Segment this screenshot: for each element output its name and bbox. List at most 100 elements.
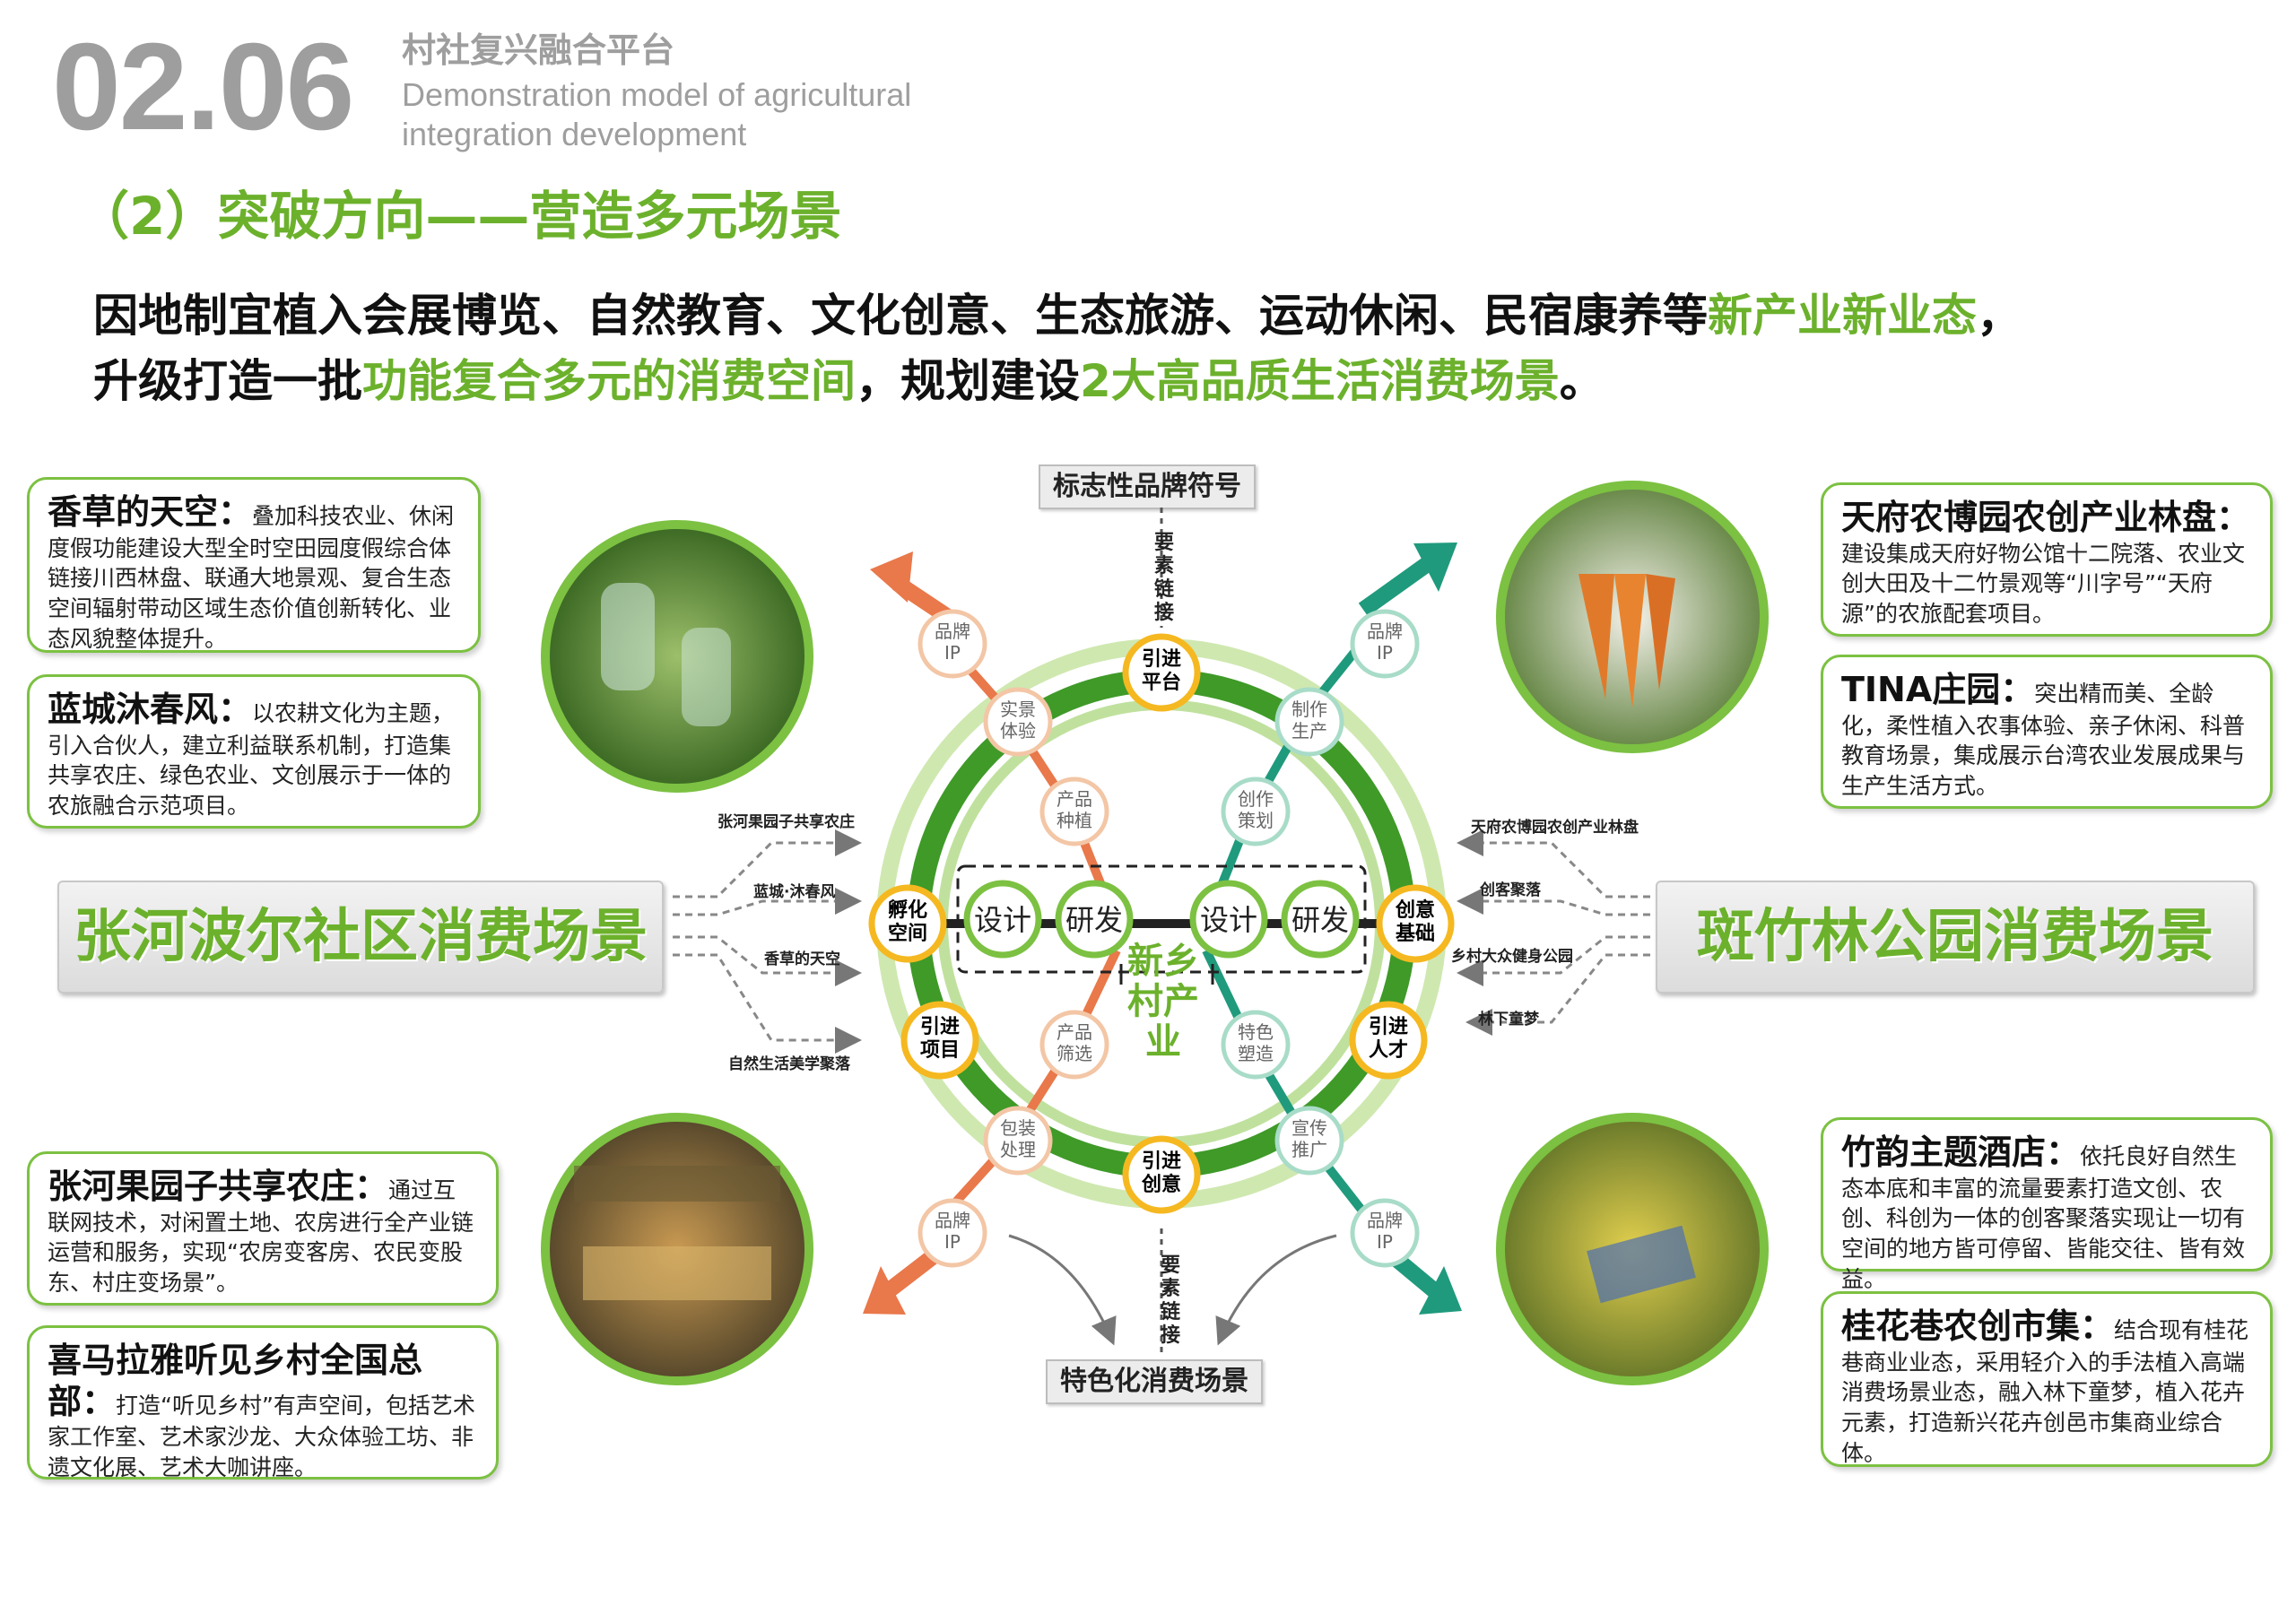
svg-text:链: 链 (1161, 1300, 1180, 1324)
process-node-2: 研发 (1055, 880, 1134, 959)
intro-text: 升级打造一批 (93, 354, 362, 407)
card-title: 蓝城沐春风： (48, 690, 253, 729)
card-zhuyun: 竹韵主题酒店：依托良好自然生态本底和丰富的流量要素打造文创、农创、科创为一体的创… (1821, 1117, 2273, 1292)
svg-text:特色: 特色 (1238, 1021, 1274, 1043)
svg-text:创作: 创作 (1238, 788, 1274, 810)
curve-arrow-left (1008, 1234, 1117, 1346)
card-ximalaya: 喜马拉雅听见乡村全国总部：打造“听见乡村”有声空间，包括艺术家工作室、艺术家沙龙… (27, 1325, 499, 1480)
arrow-upper-left (870, 551, 955, 626)
center-label-line-2: 村产 (1127, 981, 1199, 1022)
card-body: 依托良好自然生态本底和丰富的流量要素打造文创、农创、科创为一体的创客聚落实现让一… (1841, 1143, 2246, 1292)
svg-text:塑造: 塑造 (1238, 1043, 1274, 1064)
svg-text:孵化: 孵化 (888, 898, 927, 922)
intro-highlight: 新产业新业态 (1708, 290, 1977, 342)
route-lower-right (1202, 948, 1394, 1250)
process-node-1: 设计 (963, 880, 1042, 959)
tag-consumption-scene: 特色化消费场景 (1046, 1359, 1263, 1404)
card-body: 以农耕文化为主题，引入合伙人，建立利益联系机制，打造集共享农庄、绿色农业、文创展… (48, 700, 455, 820)
svg-text:筛选: 筛选 (1057, 1043, 1092, 1064)
svg-text:链: 链 (1154, 577, 1174, 601)
process-label: 研发 (1292, 903, 1349, 937)
svg-text:种植: 种植 (1057, 810, 1092, 831)
svg-text:产品: 产品 (1057, 788, 1092, 810)
curve-arrow-right (1215, 1234, 1337, 1346)
intro-text: 。 (1559, 354, 1605, 407)
center-label-line-3: 业 (1145, 1021, 1181, 1063)
process-label: 研发 (1065, 903, 1123, 937)
route-lower-left (920, 948, 1121, 1241)
card-body: 通过互联网技术，对闲置土地、农房进行全产业链运营和服务，实现“农房变客房、农民变… (48, 1177, 474, 1297)
svg-text:IP: IP (944, 1231, 961, 1253)
svg-text:引进: 引进 (920, 1016, 960, 1038)
right-flows (1457, 829, 1650, 1036)
intro-text: 因地制宜植入会展博览、自然教育、文化创意、生态旅游、运动休闲、民宿康养等 (93, 290, 1708, 342)
svg-text:要: 要 (1154, 532, 1174, 554)
svg-text:空间: 空间 (888, 922, 927, 945)
svg-text:宣传: 宣传 (1292, 1117, 1327, 1139)
svg-text:素: 素 (1161, 1277, 1180, 1300)
card-title: TINA庄园： (1841, 670, 2035, 709)
svg-text:素: 素 (1154, 554, 1174, 577)
photo-farm-market (541, 1113, 813, 1385)
svg-text:引进: 引进 (1369, 1016, 1408, 1038)
right-flow-label: 天府农博园农创产业林盘 (1471, 818, 1639, 837)
left-flow-label: 蓝城·沐春风 (753, 882, 835, 901)
section-title-cn: 村社复兴融合平台 (402, 30, 675, 70)
svg-text:项目: 项目 (920, 1039, 960, 1062)
svg-text:体验: 体验 (1000, 720, 1036, 742)
card-title: 香草的天空： (48, 492, 253, 532)
process-node-4: 研发 (1281, 880, 1360, 959)
card-body: 叠加科技农业、休闲度假功能建设大型全时空田园度假综合体链接川西林盘、联通大地景观… (48, 503, 455, 652)
svg-text:要: 要 (1161, 1254, 1180, 1277)
right-flow-label: 林下童梦 (1478, 1010, 1540, 1028)
svg-text:IP: IP (944, 642, 961, 664)
svg-text:引进: 引进 (1142, 1150, 1181, 1173)
card-body: 突出精而美、全龄化，柔性植入农事体验、亲子休闲、科普教育场景，集成展示台湾农业发… (1841, 681, 2246, 800)
intro-line-2: 升级打造一批功能复合多元的消费空间，规划建设2大高品质生活消费场景。 (93, 349, 2022, 414)
card-zhanghe: 张河果园子共享农庄：通过互联网技术，对闲置土地、农房进行全产业链运营和服务，实现… (27, 1151, 499, 1306)
card-lancheng: 蓝城沐春风：以农耕文化为主题，引入合伙人，建立利益联系机制，打造集共享农庄、绿色… (27, 674, 481, 829)
photo-flower-field (1496, 1113, 1769, 1385)
tag-brand-symbol: 标志性品牌符号 (1039, 464, 1256, 509)
svg-text:IP: IP (1377, 642, 1393, 664)
svg-text:生产: 生产 (1292, 720, 1327, 742)
left-flows (673, 829, 862, 1054)
card-title: 竹韵主题酒店： (1841, 1133, 2081, 1172)
photo-carrots (1496, 481, 1769, 753)
svg-text:制作: 制作 (1292, 699, 1327, 720)
svg-text:人才: 人才 (1369, 1038, 1408, 1062)
intro-text: ，规划建设 (856, 354, 1080, 407)
intro-highlight: 2大高品质生活消费场景 (1080, 354, 1560, 407)
right-flow-label: 创客聚落 (1479, 881, 1542, 899)
card-body: 结合现有桂花巷商业业态，采用轻介入的手法植入高端消费场景业态，融入林下童梦，植入… (1841, 1317, 2249, 1466)
card-title: 桂花巷农创市集： (1841, 1306, 2115, 1346)
svg-text:品牌: 品牌 (1367, 1210, 1403, 1231)
process-label: 设计 (974, 903, 1031, 937)
section-number: 02.06 (52, 18, 354, 156)
svg-text:推广: 推广 (1292, 1139, 1327, 1160)
arrow-upper-right (1358, 542, 1457, 617)
card-title: 天府农博园农创产业林盘： (1841, 498, 2251, 537)
left-flow-label: 香草的天空 (764, 950, 840, 968)
svg-text:平台: 平台 (1142, 671, 1181, 694)
svg-text:创意: 创意 (1141, 1173, 1181, 1196)
scene-right: 斑竹林公园消费场景 (1656, 881, 2255, 994)
svg-text:品牌: 品牌 (935, 621, 970, 642)
card-title: 喜马拉雅听见乡村全国总部： (48, 1341, 423, 1421)
svg-text:实景: 实景 (1000, 699, 1036, 720)
